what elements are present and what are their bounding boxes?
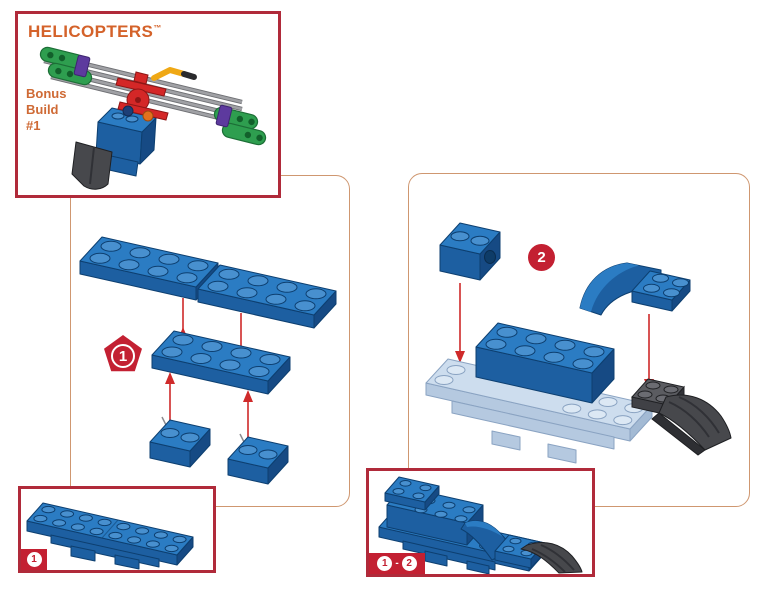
curved-canopy-piece (579, 262, 691, 316)
gray-nose-fins (71, 141, 113, 190)
steps1-2-result-badge: 1 - 2 (369, 553, 425, 574)
trademark-symbol: ™ (153, 23, 162, 33)
gray-nose-cone (520, 542, 583, 574)
yellow-crank (151, 67, 197, 81)
step1-exploded-diagram (79, 236, 337, 485)
ghost-foot (547, 443, 577, 464)
page-title: HELICOPTERS™ (28, 22, 162, 42)
blue-clip (122, 105, 134, 117)
small-plate-left (149, 416, 211, 468)
step2-diagram (425, 222, 732, 464)
ghost-foot (491, 430, 521, 451)
step1-number: 1 (119, 348, 127, 365)
foot (114, 554, 140, 570)
foot (466, 560, 490, 574)
step2-number: 2 (537, 249, 546, 266)
step1-result-image (26, 502, 194, 570)
assembly-arrow-down (455, 283, 465, 363)
result1-badge: 1 (21, 549, 47, 570)
brick-2x4 (475, 322, 615, 404)
purple-clips (73, 54, 233, 128)
orange-connector (142, 110, 154, 122)
middle-plate (151, 330, 291, 395)
step1-badge: 1 (104, 335, 142, 372)
top-plate-left (79, 236, 219, 301)
side-hole (484, 250, 496, 264)
red-gear-assembly (115, 71, 169, 122)
bonus-build-label: Bonus Build #1 (26, 86, 67, 133)
step2-badge: 2 (528, 244, 555, 271)
steps1-2-result-box: 1 - 2 (366, 468, 595, 577)
rotor-paddles-left (39, 46, 93, 86)
steps1-2-result-image (378, 476, 583, 574)
step1-result-box: 1 (18, 486, 216, 573)
helicopter-model-image (39, 46, 267, 190)
title-text: HELICOPTERS (28, 22, 154, 41)
foot (70, 545, 96, 562)
brick-1x2-with-hole (439, 222, 501, 281)
gray-nose-cone (651, 394, 732, 456)
top-plate-right (197, 264, 337, 329)
assembled-plates (26, 502, 194, 570)
bonus-build-header-box: HELICOPTERS™ Bonus Build #1 (15, 11, 281, 198)
foot (424, 550, 448, 567)
small-plate-right (227, 433, 289, 485)
